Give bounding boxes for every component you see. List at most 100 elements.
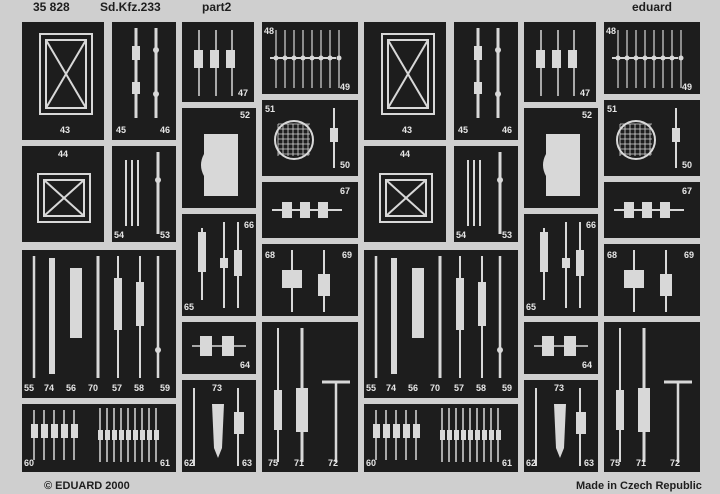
etch-block	[154, 430, 159, 440]
etch-plate	[212, 404, 224, 458]
brand-logo-text: eduard	[632, 0, 673, 14]
etch-block	[198, 232, 206, 272]
etch-node	[497, 347, 503, 353]
etch-node	[200, 240, 204, 244]
part-number-label: 60	[24, 458, 34, 468]
part-number-label: 60	[366, 458, 376, 468]
etch-node	[495, 47, 501, 53]
etch-node	[542, 252, 546, 256]
part-number-label: 70	[88, 383, 98, 393]
part-number-label: 58	[476, 383, 486, 393]
part-number-label: 74	[44, 383, 54, 393]
part-number-label: 65	[184, 302, 194, 312]
etch-node	[200, 234, 204, 238]
fret-code-label: 35 828	[33, 0, 70, 14]
part-number-label: 69	[684, 250, 694, 260]
etch-block	[552, 50, 561, 68]
etch-panel	[182, 214, 256, 316]
etch-block	[136, 282, 144, 326]
etch-block	[568, 50, 577, 68]
part-number-label: 57	[454, 383, 464, 393]
etch-strip	[156, 152, 160, 234]
etch-node	[542, 234, 546, 238]
etch-block	[474, 46, 482, 60]
part-number-label: 50	[340, 160, 350, 170]
etch-outline	[39, 33, 93, 115]
part-number-label: 47	[238, 88, 248, 98]
etch-line	[387, 39, 429, 109]
etch-plate	[554, 404, 566, 458]
etch-block	[112, 430, 117, 440]
etch-block	[576, 250, 584, 276]
etch-line	[385, 179, 427, 217]
etch-block	[41, 424, 48, 438]
etch-outline	[37, 173, 91, 223]
etch-block	[576, 412, 586, 434]
etch-strip	[573, 30, 575, 96]
part-number-label: 55	[24, 383, 34, 393]
etch-panel	[524, 214, 598, 316]
etch-line	[43, 179, 85, 217]
etch-panel	[262, 244, 358, 316]
etch-node	[200, 258, 204, 262]
copyright-label: © EDUARD 2000	[44, 480, 130, 492]
etch-block	[540, 232, 548, 272]
etch-node	[155, 177, 161, 183]
etch-block	[642, 202, 652, 218]
etch-node	[633, 55, 639, 61]
etch-strip	[334, 382, 338, 462]
etch-block	[454, 430, 459, 440]
etch-strip	[496, 28, 500, 118]
etch-node	[542, 246, 546, 250]
etch-block	[132, 82, 140, 94]
etch-strip	[393, 258, 395, 374]
etch-strip	[535, 388, 537, 466]
part-number-label: 54	[456, 230, 466, 240]
etch-outline	[45, 39, 87, 109]
etch-strip	[291, 250, 293, 312]
part-number-label: 53	[160, 230, 170, 240]
part-number-label: 54	[114, 230, 124, 240]
part-number-label: 74	[386, 383, 396, 393]
fret-part-label: part2	[202, 0, 232, 14]
etch-node	[678, 55, 684, 61]
etch-block	[61, 424, 68, 438]
etch-block	[31, 424, 38, 438]
etch-block	[440, 430, 445, 440]
etch-node	[615, 55, 621, 61]
etch-strip	[676, 382, 680, 462]
part-number-label: 49	[682, 82, 692, 92]
etch-block	[478, 282, 486, 326]
etch-block	[147, 430, 152, 440]
etch-node	[318, 55, 324, 61]
part-number-label: 73	[554, 383, 564, 393]
part-number-label: 52	[240, 110, 250, 120]
etch-block	[393, 424, 400, 438]
part-number-label: 58	[134, 383, 144, 393]
etch-block	[133, 430, 138, 440]
etch-panel	[22, 146, 104, 242]
etch-node	[72, 302, 80, 310]
etch-outline	[381, 33, 435, 115]
etch-node	[282, 55, 288, 61]
part-number-label: 45	[116, 125, 126, 135]
part-number-label: 68	[607, 250, 617, 260]
etch-panel	[604, 244, 700, 316]
etch-block	[468, 430, 473, 440]
etch-block	[413, 424, 420, 438]
etch-block	[482, 430, 487, 440]
part-number-label: 50	[682, 160, 692, 170]
etch-block	[373, 424, 380, 438]
etch-strip	[96, 256, 100, 378]
etch-node	[669, 55, 675, 61]
etch-block	[296, 388, 308, 432]
etch-block	[616, 390, 624, 430]
etch-node	[153, 91, 159, 97]
etch-block	[98, 430, 103, 440]
etch-strip	[131, 160, 133, 226]
etch-panel	[364, 146, 446, 242]
etch-block	[447, 430, 452, 440]
etch-block	[318, 202, 328, 218]
